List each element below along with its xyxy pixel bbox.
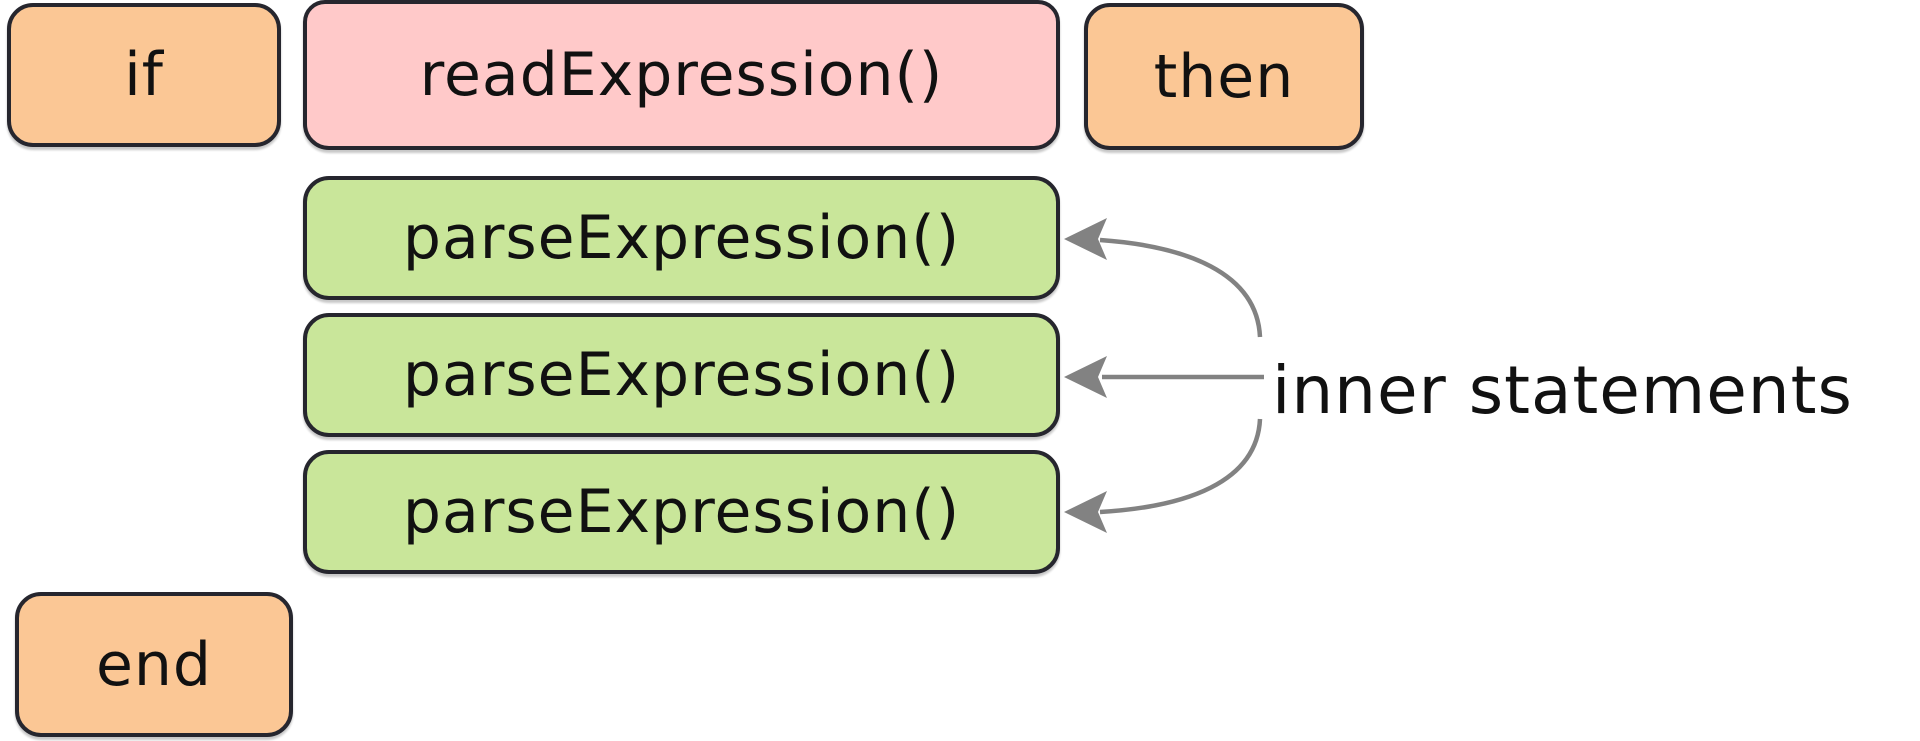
end-keyword-box: end xyxy=(15,592,293,737)
parse-expression-box-2: parseExpression() xyxy=(303,313,1060,437)
parse-expression-box-1: parseExpression() xyxy=(303,176,1060,300)
arrow-curve-bottom xyxy=(1099,418,1263,515)
arrow-curve-top xyxy=(1099,237,1263,338)
parse-expression-label-1: parseExpression() xyxy=(402,203,961,273)
read-expression-box: readExpression() xyxy=(303,0,1060,150)
parse-expression-label-2: parseExpression() xyxy=(402,340,961,410)
if-keyword-label: if xyxy=(124,40,164,110)
inner-statements-text: inner statements xyxy=(1272,351,1853,429)
parse-expression-label-3: parseExpression() xyxy=(402,477,961,547)
then-keyword-box: then xyxy=(1084,3,1364,150)
inner-statements-label: inner statements xyxy=(1272,348,1853,432)
arrowhead-middle-icon xyxy=(1064,356,1107,398)
arrowhead-top-icon xyxy=(1064,218,1107,260)
end-keyword-label: end xyxy=(95,629,213,700)
read-expression-label: readExpression() xyxy=(419,40,944,110)
parse-expression-box-3: parseExpression() xyxy=(303,450,1060,574)
if-keyword-box: if xyxy=(7,3,281,147)
then-keyword-label: then xyxy=(1153,41,1295,112)
arrowhead-bottom-icon xyxy=(1064,491,1107,533)
